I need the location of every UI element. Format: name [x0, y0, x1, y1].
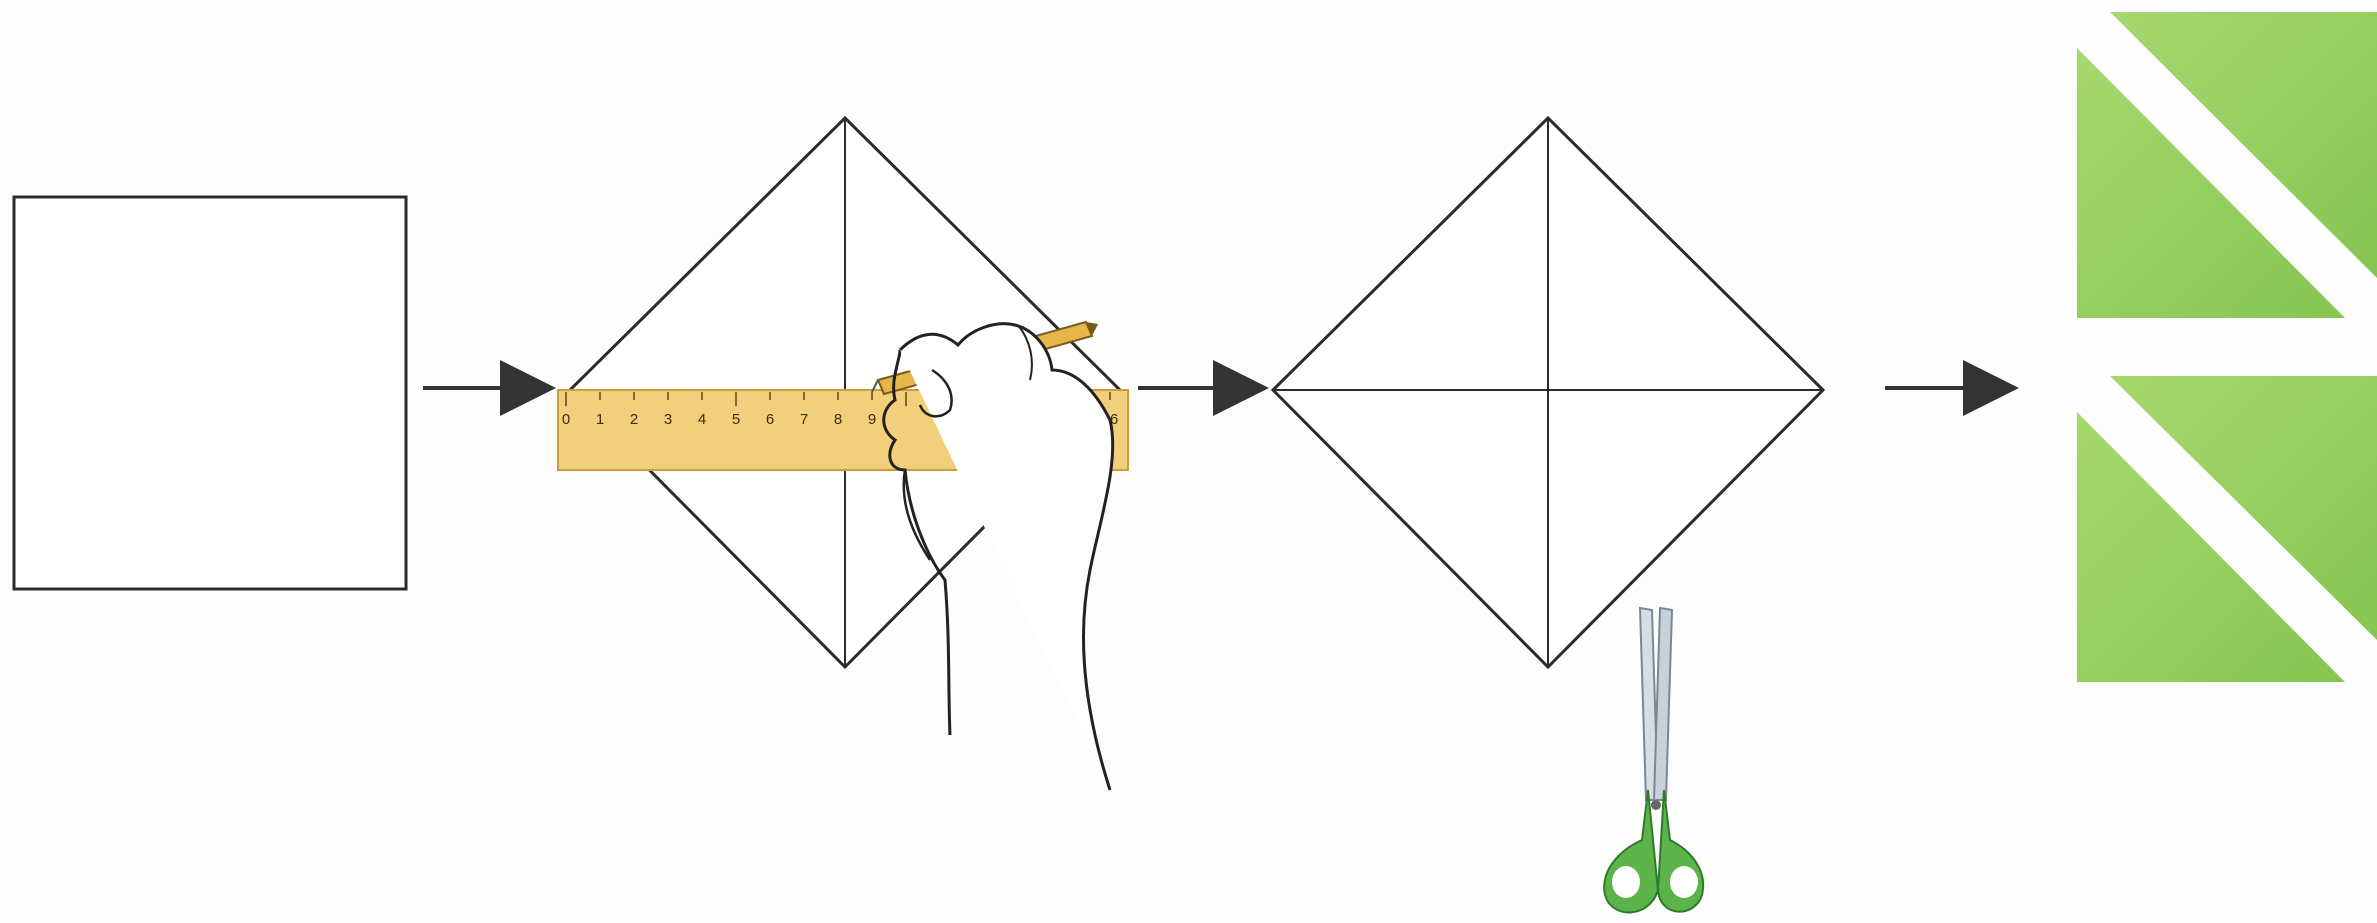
- ruler-tick-label: 8: [834, 411, 842, 428]
- ruler-tick-label: 6: [766, 411, 774, 428]
- step-square: [14, 197, 406, 589]
- ruler-tick-label: 2: [630, 411, 638, 428]
- step-diamond-with-cross: [1273, 118, 1823, 667]
- step-four-triangles: [2077, 12, 2377, 682]
- ruler-tick-label: 5: [732, 411, 740, 428]
- scissors-icon: [1604, 608, 1703, 912]
- ruler-tick-label: 9: [868, 411, 876, 428]
- ruler-tick-label: 4: [698, 411, 706, 428]
- ruler-tick-label: 3: [664, 411, 672, 428]
- ruler-tick-label: 7: [800, 411, 808, 428]
- step-diamond-with-ruler: 012345678916: [558, 118, 1128, 790]
- ruler-tick-label: 1: [596, 411, 604, 428]
- ruler-tick-label: 0: [562, 411, 570, 428]
